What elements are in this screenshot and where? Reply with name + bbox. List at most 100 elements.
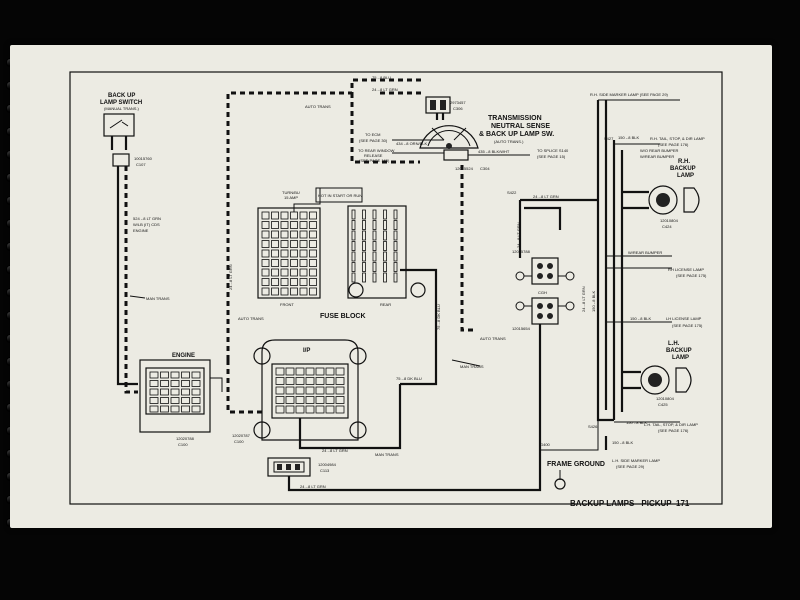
engine-pin <box>160 371 169 379</box>
fuse-block-title: FUSE BLOCK <box>320 313 366 320</box>
trans-switch-body <box>419 125 479 149</box>
label-s426: S426 <box>588 424 598 429</box>
backup-switch-title-1: BACK UP <box>108 93 135 99</box>
fuse-slot <box>309 259 317 267</box>
fuse-slot <box>280 240 289 248</box>
fuse-slot <box>362 220 366 230</box>
fuse-slot <box>299 268 308 277</box>
fuse-slot <box>362 241 366 251</box>
cgh-part-top: 12015788 <box>512 249 531 254</box>
engine-pin <box>181 405 190 413</box>
label-auto-trans-top: AUTO TRANS <box>305 104 331 109</box>
label-w-rear-bumper-2: W/REAR BUMPER <box>640 154 674 159</box>
trans-title-1: TRANSMISSION <box>488 115 542 122</box>
ip-connector-id: C100 <box>234 439 244 444</box>
engine-title: ENGINE <box>172 353 195 359</box>
fuse-slot <box>299 211 308 220</box>
fuse-slot <box>271 278 279 286</box>
ip-pin <box>335 377 345 385</box>
engine-pin <box>181 397 190 404</box>
fuse-slot <box>299 240 308 248</box>
label-orn-blk: 434 -.8 ORN/BLK <box>396 141 427 146</box>
ip-pin <box>315 405 325 414</box>
ip-pin <box>305 396 315 404</box>
backup-lamp-switch: BACK UP LAMP SWITCH (MANUAL TRANS.) 1001… <box>100 93 153 167</box>
fuse-slot <box>362 251 366 262</box>
engine-pin <box>149 405 159 413</box>
fuse-slot <box>280 211 289 220</box>
engine-pin <box>149 388 159 396</box>
fuse-slot <box>372 241 377 251</box>
fuse-slot <box>290 249 298 258</box>
wire-grn-bottom <box>287 350 542 492</box>
label-blk-150-low: 150 -.8 BLK <box>626 420 647 425</box>
ip-pin <box>305 386 315 395</box>
ip-pin <box>305 367 315 376</box>
label-see-page-175b: (SEE PAGE 175) <box>672 323 703 328</box>
label-blk-vert-1: 24 -.8 LT GRN <box>581 286 586 312</box>
label-see-page-165: (SEE PAGE 165) <box>359 158 390 163</box>
fuse-slot <box>351 272 356 283</box>
trans-connector-bottom-id: C304 <box>480 166 490 171</box>
ip-pin <box>295 377 305 385</box>
label-blu-mid: 75 -.8 DK BLU <box>396 376 422 381</box>
switch-contact-icon <box>109 119 129 129</box>
fuse-slot <box>393 262 398 272</box>
fuse-slot <box>280 278 289 286</box>
label-blk-150-bot: 150 -.8 BLK <box>612 440 633 445</box>
fuse-slot <box>290 230 298 239</box>
lh-title-1: L.H. <box>668 341 680 347</box>
engine-connector-part: 12020788 <box>176 436 195 441</box>
engine-pin <box>181 380 190 387</box>
engine-pin <box>170 371 180 379</box>
fuse-slot <box>280 230 289 239</box>
ip-connector-part: 12020787 <box>232 433 251 438</box>
fuse-slot <box>351 251 356 262</box>
lh-lamp-id: C425 <box>658 402 668 407</box>
engine-pin <box>170 388 180 396</box>
label-blk-150-top: 150 -.8 BLK <box>618 135 639 140</box>
ip-pin <box>275 405 285 414</box>
engine-pin <box>181 388 190 396</box>
fuse-slot <box>271 268 279 277</box>
fuse-slot <box>393 241 398 251</box>
fuse-slot <box>271 230 279 239</box>
backup-switch-subtitle: (MANUAL TRANS.) <box>104 106 140 111</box>
fuse-slot <box>393 209 398 220</box>
ip-pin <box>325 386 335 395</box>
ground-id: G400 <box>540 442 551 447</box>
fuse-slot <box>280 259 289 267</box>
rh-title-3: LAMP <box>677 173 694 179</box>
fuse-hot-label: HOT IN START OR RUN <box>318 193 362 198</box>
fuse-slot <box>261 268 270 277</box>
ip-title: I/P <box>303 348 310 354</box>
trans-connector-bottom <box>443 149 469 161</box>
rh-lamp-bulb-icon <box>648 185 678 215</box>
label-w-rear-bumper-mid: W/REAR BUMPER <box>628 250 662 255</box>
auto-trans-loop-left <box>226 360 262 414</box>
fuse-slot <box>261 249 270 258</box>
fuse-slot <box>362 230 366 241</box>
ip-pin <box>335 396 345 404</box>
trans-title-3: & BACK UP LAMP SW. <box>479 131 554 138</box>
fuse-slot <box>271 259 279 267</box>
ip-pin <box>285 386 295 395</box>
fuse-slot <box>351 241 356 251</box>
rh-backup-lamp: R.H. BACKUP LAMP 12010804 C424 <box>648 159 700 229</box>
label-blk-vert-2: 150 -.8 BLK <box>591 291 596 312</box>
ip-pin <box>285 405 295 414</box>
trans-connector-top-part: 2973457 <box>450 100 466 105</box>
fuse-slot <box>261 230 270 239</box>
fuse-rear-label: REAR <box>380 302 391 307</box>
rh-lamp-part: 12010804 <box>660 218 679 223</box>
label-grn-top: 24 -.8 LT GRN <box>372 87 398 92</box>
ip-pin <box>285 396 295 404</box>
label-grn-bottom: 24 -.8 LT GRN <box>300 484 326 489</box>
fuse-slot <box>271 240 279 248</box>
fuse-slot <box>309 211 317 220</box>
auto-trans-orn-blk <box>350 93 420 164</box>
label-lh-license: LH LICENSE LAMP <box>666 316 702 321</box>
fuse-slot <box>299 221 308 229</box>
label-see-page-30: (SEE PAGE 30) <box>359 138 388 143</box>
ip-pin <box>335 367 345 376</box>
